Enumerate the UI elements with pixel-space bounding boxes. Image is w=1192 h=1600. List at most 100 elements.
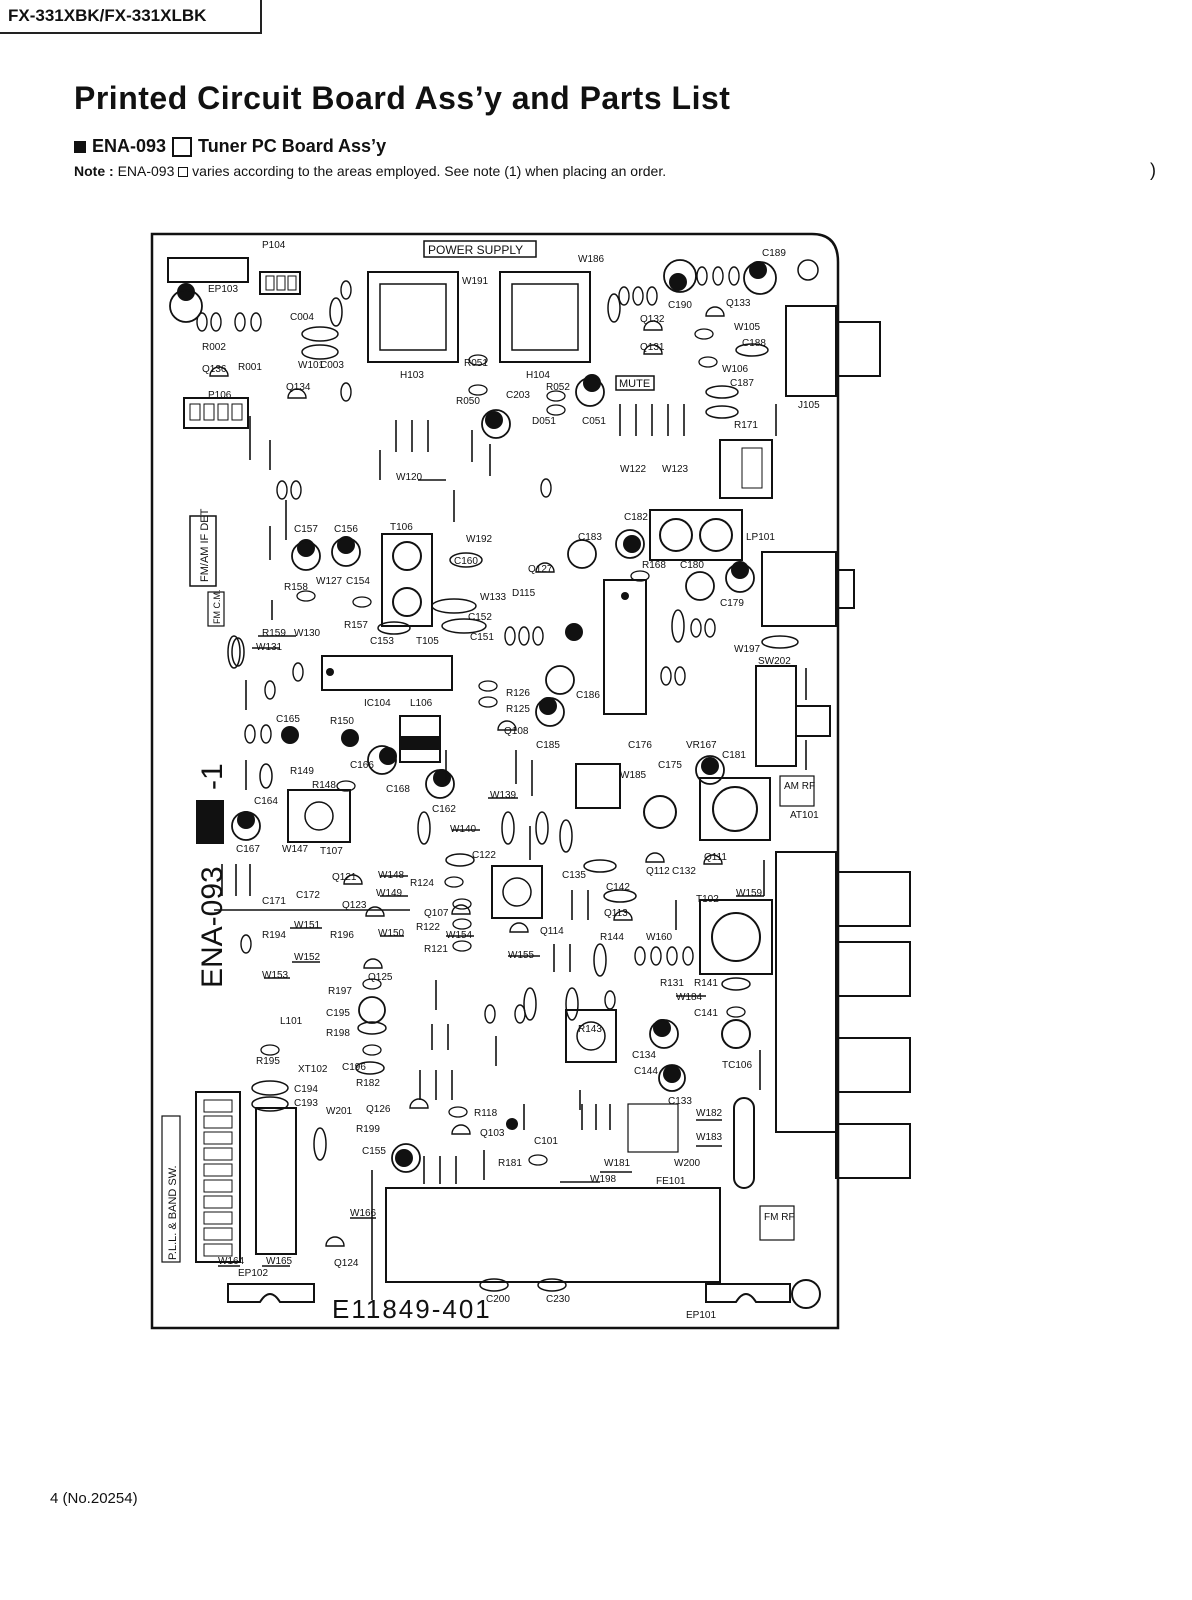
- svg-text:C200: C200: [486, 1294, 510, 1305]
- svg-text:C152: C152: [468, 612, 492, 623]
- note-text: varies according to the areas employed. …: [192, 163, 667, 179]
- svg-text:W185: W185: [620, 770, 647, 781]
- svg-text:C157: C157: [294, 524, 318, 535]
- svg-text:XT102: XT102: [298, 1064, 328, 1075]
- svg-text:Q126: Q126: [366, 1104, 391, 1115]
- svg-text:C185: C185: [536, 740, 560, 751]
- svg-text:C051: C051: [582, 416, 606, 427]
- svg-text:W150: W150: [378, 928, 405, 939]
- svg-text:R182: R182: [356, 1078, 380, 1089]
- fm-rf-label: FM RF: [764, 1212, 795, 1223]
- svg-text:H104: H104: [526, 370, 550, 381]
- svg-text:W183: W183: [696, 1132, 723, 1143]
- svg-text:R171: R171: [734, 420, 758, 431]
- svg-text:Q103: Q103: [480, 1128, 505, 1139]
- svg-text:Q131: Q131: [640, 342, 665, 353]
- svg-text:C160: C160: [454, 556, 478, 567]
- svg-text:W192: W192: [466, 534, 493, 545]
- subtitle-label: Tuner PC Board Ass’y: [198, 136, 387, 156]
- svg-text:Q134: Q134: [286, 382, 311, 393]
- t102-coil: [699, 899, 773, 975]
- lp101-block: [649, 509, 743, 561]
- svg-text:R158: R158: [284, 582, 308, 593]
- sw202-switch: [755, 665, 797, 767]
- svg-text:W148: W148: [378, 870, 405, 881]
- svg-text:R181: R181: [498, 1158, 522, 1169]
- power-supply-label: POWER SUPPLY: [428, 243, 523, 257]
- svg-text:C188: C188: [742, 338, 766, 349]
- svg-text:R126: R126: [506, 688, 530, 699]
- ic102-chip: [255, 1107, 297, 1255]
- svg-text:T107: T107: [320, 846, 343, 857]
- svg-text:AT101: AT101: [790, 810, 819, 821]
- svg-text:W153: W153: [262, 970, 289, 981]
- board-id-label: ENA-093: [196, 866, 229, 988]
- svg-text:C171: C171: [262, 896, 286, 907]
- svg-text:C182: C182: [624, 512, 648, 523]
- svg-text:Q123: Q123: [342, 900, 367, 911]
- svg-text:W130: W130: [294, 628, 321, 639]
- if-det-label: FM/AM IF DET: [199, 508, 211, 582]
- svg-text:R144: R144: [600, 932, 624, 943]
- svg-text:Q113: Q113: [604, 908, 628, 919]
- svg-text:C193: C193: [294, 1098, 318, 1109]
- empty-square-icon: [172, 136, 193, 157]
- filled-square-icon: [74, 140, 86, 153]
- svg-text:C168: C168: [386, 784, 410, 795]
- h103-heatsink: [367, 271, 459, 363]
- svg-text:SW202: SW202: [758, 656, 791, 667]
- svg-text:C194: C194: [294, 1084, 318, 1095]
- svg-text:R196: R196: [330, 930, 354, 941]
- svg-text:W101: W101: [298, 360, 325, 371]
- svg-text:C196: C196: [342, 1062, 366, 1073]
- svg-text:C183: C183: [578, 532, 602, 543]
- board-id-block: [196, 800, 224, 844]
- ep102-bracket: [227, 1283, 315, 1303]
- svg-text:C141: C141: [694, 1008, 718, 1019]
- model-tag: FX-331XBK/FX-331XLBK: [0, 0, 262, 34]
- subtitle: ENA-093 Tuner PC Board Ass’y: [74, 136, 386, 157]
- svg-text:W165: W165: [266, 1256, 293, 1267]
- t106-coil: [381, 533, 433, 627]
- svg-text:C162: C162: [432, 804, 456, 815]
- svg-text:R198: R198: [326, 1028, 350, 1039]
- page-number: 4: [50, 1490, 59, 1507]
- ic105-chip: [603, 579, 647, 715]
- svg-text:C142: C142: [606, 882, 630, 893]
- h104-heatsink: [499, 271, 591, 363]
- svg-text:W159: W159: [736, 888, 763, 899]
- svg-text:W127: W127: [316, 576, 343, 587]
- am-rf-box: [779, 775, 815, 807]
- svg-text:R194: R194: [262, 930, 286, 941]
- ic104-chip: [321, 655, 453, 691]
- p104-connector: [259, 271, 301, 295]
- svg-text:C195: C195: [326, 1008, 350, 1019]
- if-det-box: [189, 515, 217, 587]
- svg-text:C175: C175: [658, 760, 682, 771]
- svg-text:T105: T105: [416, 636, 439, 647]
- svg-text:W105: W105: [734, 322, 761, 333]
- svg-text:W166: W166: [350, 1208, 377, 1219]
- svg-text:C156: C156: [334, 524, 358, 535]
- svg-text:Q125: Q125: [368, 972, 393, 983]
- ep103-block: [167, 257, 249, 283]
- t104-coil: [565, 1009, 617, 1063]
- svg-text:L106: L106: [410, 698, 433, 709]
- svg-text:W186: W186: [578, 254, 605, 265]
- svg-text:W120: W120: [396, 472, 423, 483]
- svg-text:C135: C135: [562, 870, 586, 881]
- svg-text:R131: R131: [660, 978, 684, 989]
- svg-text:R052: R052: [546, 382, 570, 393]
- svg-text:R149: R149: [290, 766, 314, 777]
- svg-text:Q133: Q133: [726, 298, 751, 309]
- svg-text:C154: C154: [346, 576, 370, 587]
- margin-bracket: ): [1150, 160, 1156, 180]
- svg-text:C134: C134: [632, 1050, 656, 1061]
- note-code: ENA-093: [117, 163, 175, 179]
- svg-text:C181: C181: [722, 750, 746, 761]
- p101-connector: [195, 1091, 241, 1263]
- svg-text:R122: R122: [416, 922, 440, 933]
- svg-text:C165: C165: [276, 714, 300, 725]
- svg-text:W191: W191: [462, 276, 489, 287]
